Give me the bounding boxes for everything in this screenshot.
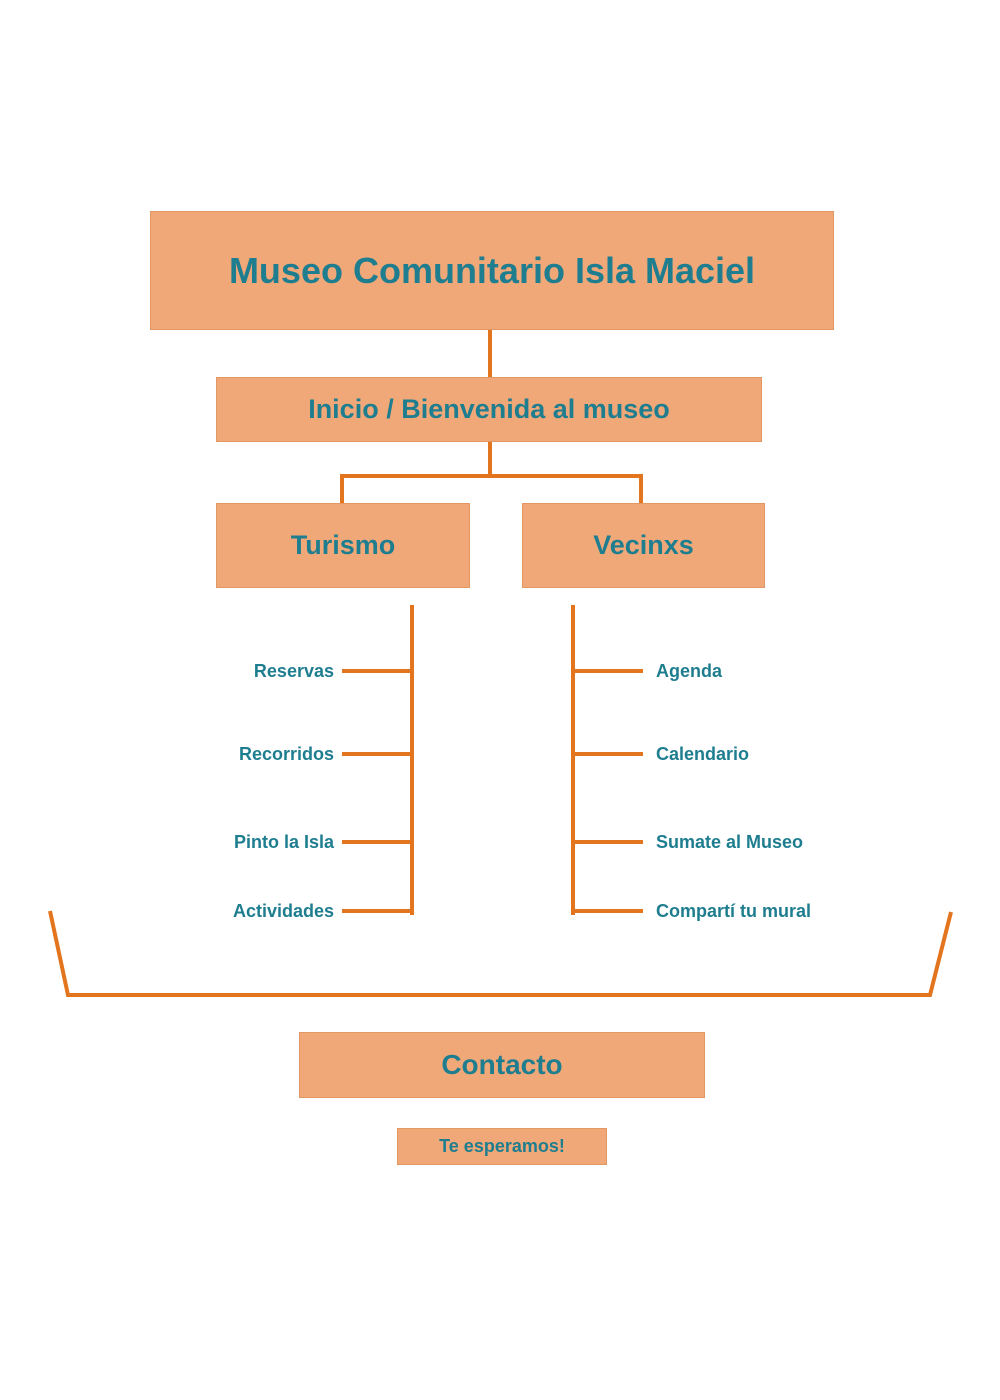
- connector-branch-bar: [340, 474, 643, 478]
- leaf-actividades: Actividades: [232, 901, 334, 921]
- leaf-pinto-la-isla: Pinto la Isla: [233, 832, 334, 852]
- leaf-reservas: Reservas: [253, 661, 334, 681]
- connector-title-home: [488, 330, 492, 377]
- connector-actividades: [342, 909, 410, 913]
- node-turismo: Turismo: [216, 503, 470, 588]
- leaf-agenda: Agenda: [656, 661, 723, 681]
- connector-reservas: [342, 669, 410, 673]
- connector-comparti-tu-mural: [575, 909, 643, 913]
- connector-branch-right-stub: [639, 474, 643, 503]
- leaf-comparti-tu-mural: Compartí tu mural: [656, 901, 812, 921]
- node-home: Inicio / Bienvenida al museo: [216, 377, 762, 442]
- connector-pinto-la-isla: [342, 840, 410, 844]
- node-te-esperamos: Te esperamos!: [397, 1128, 607, 1165]
- node-vecinxs: Vecinxs: [522, 503, 765, 588]
- connector-sumate-al-museo: [575, 840, 643, 844]
- node-contacto: Contacto: [299, 1032, 705, 1098]
- connector-agenda: [575, 669, 643, 673]
- leaf-sumate-al-museo: Sumate al Museo: [656, 832, 804, 852]
- connector-turismo-trunk: [410, 605, 414, 915]
- connector-calendario: [575, 752, 643, 756]
- node-museum-title: Museo Comunitario Isla Maciel: [150, 211, 834, 330]
- connector-branch-left-stub: [340, 474, 344, 503]
- leaf-calendario: Calendario: [656, 744, 750, 764]
- connector-home-branches: [488, 442, 492, 478]
- gathering-bracket: [48, 910, 953, 997]
- connector-vecinxs-trunk: [571, 605, 575, 915]
- connector-recorridos: [342, 752, 410, 756]
- leaf-recorridos: Recorridos: [238, 744, 334, 764]
